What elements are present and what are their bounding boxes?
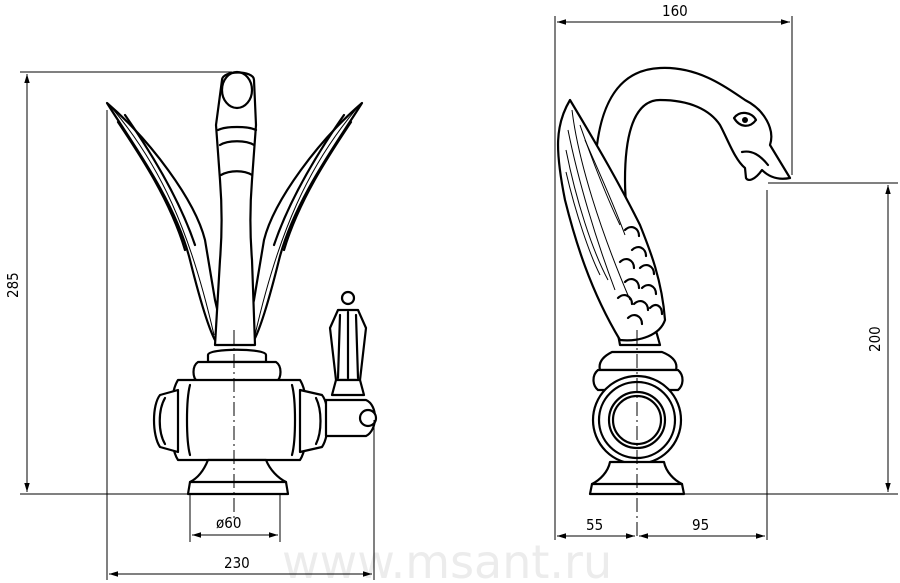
right-wing bbox=[247, 101, 364, 347]
dim-160: 160 bbox=[662, 2, 688, 20]
front-collar-top bbox=[206, 348, 268, 364]
front-base bbox=[186, 458, 290, 496]
dim-95: 95 bbox=[692, 516, 709, 534]
left-wing bbox=[105, 101, 222, 347]
pupil bbox=[742, 117, 748, 123]
side-wing bbox=[556, 98, 667, 342]
swan-neck-side bbox=[593, 66, 792, 347]
dim-200: 200 bbox=[866, 326, 884, 352]
front-view bbox=[105, 70, 378, 520]
dim-285: 285 bbox=[4, 272, 22, 298]
handle-lever bbox=[324, 290, 378, 438]
swan-neck-front bbox=[213, 70, 258, 347]
dim-base-diameter: ø60 bbox=[216, 514, 241, 532]
eye-icon bbox=[732, 111, 758, 127]
front-body bbox=[152, 378, 330, 462]
side-view bbox=[556, 66, 792, 540]
side-collar bbox=[598, 350, 678, 372]
dim-230: 230 bbox=[224, 554, 250, 572]
dimension-lines bbox=[20, 16, 898, 580]
watermark: www.msant.ru bbox=[282, 535, 612, 583]
dim-55: 55 bbox=[586, 516, 603, 534]
